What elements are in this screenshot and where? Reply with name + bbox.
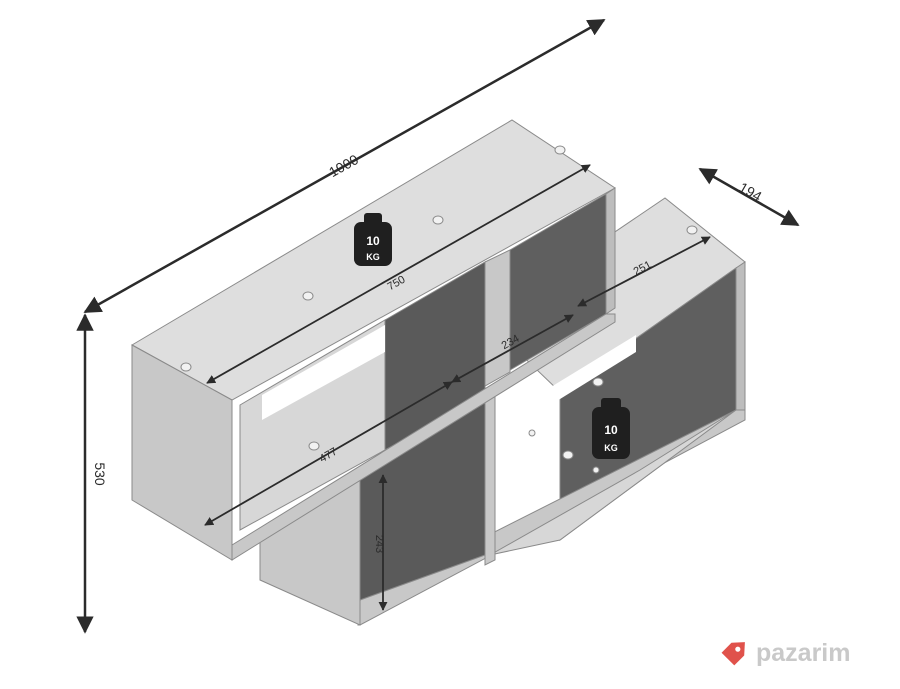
hole [432, 215, 444, 225]
weight-top-unit: KG [366, 252, 380, 262]
hole [302, 291, 314, 301]
hole [592, 466, 600, 474]
upper-divider [484, 249, 511, 387]
lower-divider [484, 393, 496, 566]
upper-right-end [605, 187, 616, 315]
price-tag-icon [721, 642, 745, 666]
depth-label: 194 [736, 179, 764, 205]
lower-right-end [735, 261, 746, 417]
hole [686, 225, 698, 235]
bottom-inner-arrow [204, 381, 453, 526]
weight-bottom-value: 10 [604, 423, 618, 437]
width-label: 1000 [326, 151, 361, 180]
brand-name: pazarim [756, 639, 850, 667]
right-depth-arrow [577, 236, 711, 307]
hole [554, 145, 566, 155]
hole [308, 441, 320, 451]
hole [528, 429, 536, 437]
weight-bottom-unit: KG [604, 443, 618, 453]
weight-bottom: 10 KG [592, 398, 630, 459]
depth-arrow [698, 167, 800, 227]
hole [562, 450, 574, 460]
weight-top-value: 10 [366, 234, 380, 248]
middle-compartment-arrow [451, 314, 574, 383]
top-inner-arrow [206, 164, 591, 384]
hole [180, 362, 192, 372]
compartment-height-label: 243 [373, 535, 385, 553]
hole [592, 377, 604, 387]
height-label: 530 [92, 462, 108, 486]
lower-inner-floor [489, 409, 737, 556]
brand-logo: pazarim [721, 639, 850, 667]
